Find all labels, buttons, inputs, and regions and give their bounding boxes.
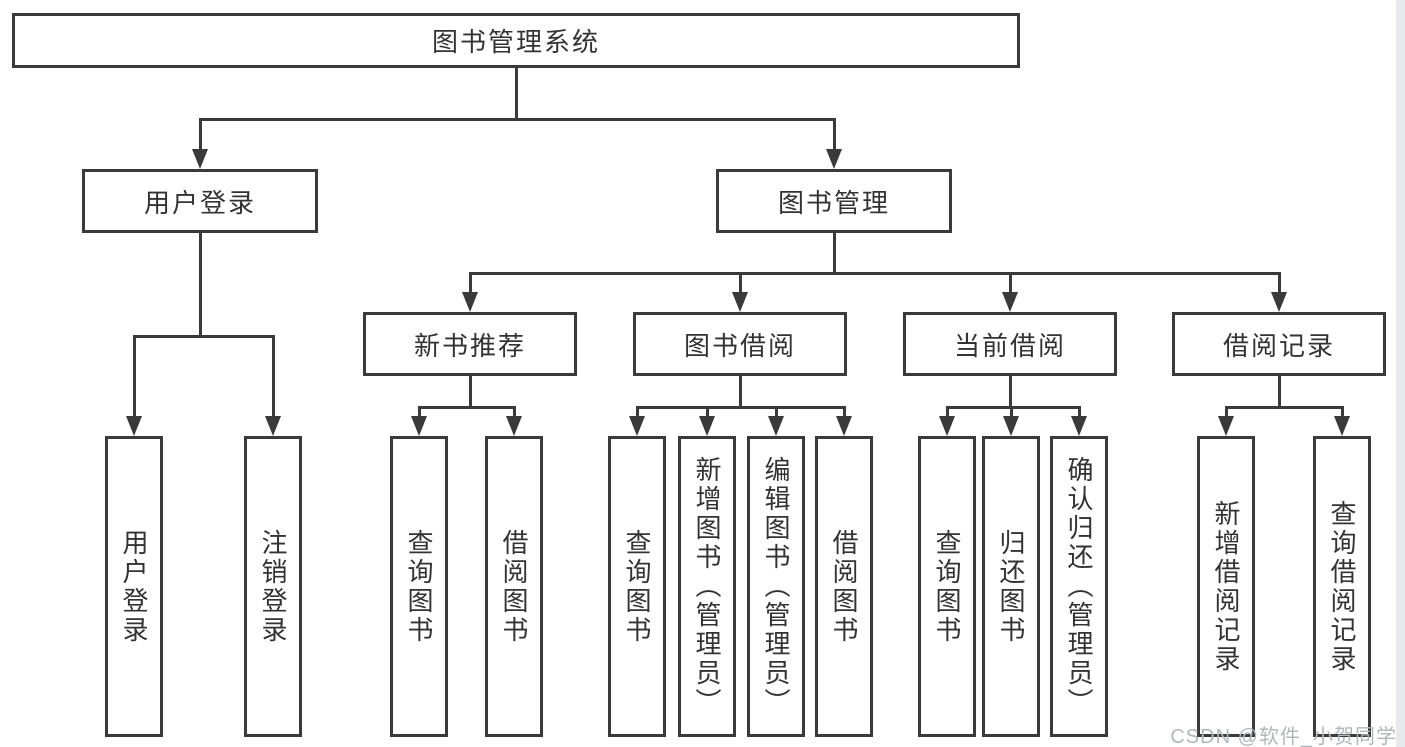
edge-root-stub bbox=[515, 68, 518, 120]
edge-book-borrow-stub bbox=[739, 376, 742, 409]
arrowhead-icon bbox=[1334, 416, 1350, 436]
edge-current-borrow-stub bbox=[1009, 376, 1012, 409]
edge-leaf-line bbox=[418, 406, 421, 418]
leaf-user-login: 用户登录 bbox=[105, 436, 163, 737]
right-edge-strip bbox=[1396, 0, 1405, 747]
arrowhead-icon bbox=[506, 416, 522, 436]
edge-new-book-rec-stub bbox=[469, 376, 472, 409]
arrowhead-icon bbox=[265, 416, 281, 436]
leaf-record-add-borrow-record: 新增借阅记录 bbox=[1197, 436, 1255, 737]
edge-leaf-line bbox=[1225, 406, 1228, 418]
edge-to-user-login bbox=[199, 118, 202, 152]
leaf-newrec-borrow-books: 借阅图书 bbox=[485, 436, 543, 737]
leaf-borrow-edit-books-admin: 编辑图书（管理员） bbox=[747, 436, 805, 737]
node-borrow-record: 借阅记录 bbox=[1172, 312, 1386, 376]
edge-current-borrow-bus bbox=[946, 406, 1081, 409]
leaf-current-return-books: 归还图书 bbox=[982, 436, 1040, 737]
leaf-newrec-query-books: 查询图书 bbox=[390, 436, 448, 737]
arrowhead-icon bbox=[836, 416, 852, 436]
edge-leaf-line bbox=[1341, 406, 1344, 418]
leaf-borrow-borrow-books: 借阅图书 bbox=[815, 436, 873, 737]
node-user-login: 用户登录 bbox=[82, 169, 318, 233]
arrowhead-icon bbox=[768, 416, 784, 436]
leaf-record-query-borrow-record: 查询借阅记录 bbox=[1313, 436, 1371, 737]
arrowhead-icon bbox=[699, 416, 715, 436]
arrowhead-icon bbox=[732, 292, 748, 312]
watermark: CSDN @软件_小贺同学 bbox=[1170, 726, 1397, 747]
arrowhead-icon bbox=[462, 292, 478, 312]
node-current-borrow: 当前借阅 bbox=[903, 312, 1117, 376]
edge-new-book-rec-bus bbox=[418, 406, 516, 409]
edge-user-login-stub bbox=[199, 233, 202, 337]
edge-book-mgmt-bus bbox=[469, 272, 1281, 275]
edge-to-current-borrow bbox=[1009, 272, 1012, 295]
edge-to-leaf-user-login bbox=[133, 335, 136, 418]
arrowhead-icon bbox=[939, 416, 955, 436]
edge-leaf-line bbox=[775, 406, 778, 418]
arrowhead-icon bbox=[1071, 416, 1087, 436]
arrowhead-icon bbox=[126, 416, 142, 436]
edge-to-book-borrow bbox=[739, 272, 742, 295]
edge-user-login-bus bbox=[133, 335, 275, 338]
edge-borrow-record-stub bbox=[1278, 376, 1281, 409]
node-book-borrow: 图书借阅 bbox=[633, 312, 847, 376]
arrowhead-icon bbox=[411, 416, 427, 436]
edge-borrow-record-bus bbox=[1225, 406, 1344, 409]
edge-leaf-line bbox=[843, 406, 846, 418]
node-book-mgmt: 图书管理 bbox=[716, 169, 952, 233]
edge-leaf-line bbox=[706, 406, 709, 418]
edge-leaf-line bbox=[1078, 406, 1081, 418]
arrowhead-icon bbox=[1271, 292, 1287, 312]
node-new-book-rec: 新书推荐 bbox=[363, 312, 577, 376]
edge-leaf-line bbox=[946, 406, 949, 418]
edge-root-bus bbox=[199, 118, 836, 121]
arrowhead-icon bbox=[1003, 416, 1019, 436]
leaf-borrow-query-books: 查询图书 bbox=[608, 436, 666, 737]
edge-to-leaf-logout bbox=[272, 335, 275, 418]
edge-leaf-line bbox=[1010, 406, 1013, 418]
arrowhead-icon bbox=[192, 149, 208, 169]
leaf-borrow-add-books-admin: 新增图书（管理员） bbox=[678, 436, 736, 737]
leaf-current-confirm-return-admin: 确认归还（管理员） bbox=[1050, 436, 1108, 737]
edge-to-borrow-record bbox=[1278, 272, 1281, 295]
edge-book-borrow-bus bbox=[636, 406, 846, 409]
arrowhead-icon bbox=[1218, 416, 1234, 436]
leaf-current-query-books: 查询图书 bbox=[918, 436, 976, 737]
leaf-logout-login: 注销登录 bbox=[244, 436, 302, 737]
node-root: 图书管理系统 bbox=[12, 13, 1020, 68]
edge-to-book-mgmt bbox=[833, 118, 836, 152]
arrowhead-icon bbox=[826, 149, 842, 169]
arrowhead-icon bbox=[629, 416, 645, 436]
arrowhead-icon bbox=[1002, 292, 1018, 312]
edge-book-mgmt-stub bbox=[833, 233, 836, 275]
edge-to-new-book-rec bbox=[469, 272, 472, 295]
edge-leaf-line bbox=[513, 406, 516, 418]
edge-leaf-line bbox=[636, 406, 639, 418]
